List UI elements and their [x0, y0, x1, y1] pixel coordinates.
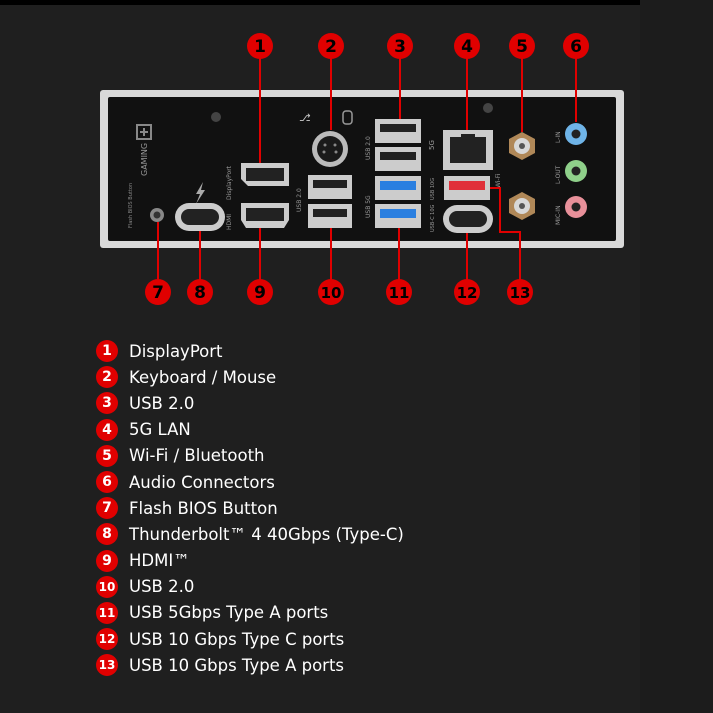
- legend-label: 5G LAN: [129, 420, 191, 440]
- legend-item: 12 USB 10 Gbps Type C ports: [96, 626, 404, 652]
- legend-number-badge: 11: [96, 601, 118, 624]
- callout-badge-1: 1: [247, 33, 273, 59]
- svg-text:8: 8: [194, 283, 206, 303]
- legend-number-badge: 5: [96, 444, 118, 467]
- lan-label: 5G: [428, 140, 436, 150]
- callout-badge-13: 13: [507, 279, 533, 305]
- legend-number-badge: 4: [96, 418, 118, 441]
- io-shield-diagram: GAMING Flash BIOS Button DisplayPort HDM…: [100, 33, 624, 305]
- svg-text:11: 11: [389, 284, 410, 302]
- mouse-icon: ⎇: [299, 113, 311, 124]
- svg-text:6: 6: [570, 37, 582, 57]
- legend-item: 8 Thunderbolt™ 4 40Gbps (Type-C): [96, 521, 404, 547]
- callout-badge-4: 4: [454, 33, 480, 59]
- legend-label: USB 2.0: [129, 577, 195, 597]
- legend-item: 5 Wi-Fi / Bluetooth: [96, 443, 404, 469]
- hdmi-label: HDMI: [226, 214, 233, 230]
- callout-badge-5: 5: [509, 33, 535, 59]
- legend-item: 11 USB 5Gbps Type A ports: [96, 600, 404, 626]
- ps2-port-opening: [317, 136, 343, 162]
- usb20-label: USB 2.0: [365, 136, 372, 160]
- lan-port-opening: [450, 137, 486, 163]
- gaming-label: GAMING: [140, 143, 149, 176]
- svg-text:12: 12: [457, 284, 478, 302]
- svg-text:7: 7: [152, 283, 164, 303]
- legend-item: 13 USB 10 Gbps Type A ports: [96, 652, 404, 678]
- legend-label: USB 10 Gbps Type C ports: [129, 629, 345, 649]
- callout-badge-7: 7: [145, 279, 171, 305]
- flash-bios-label: Flash BIOS Button: [128, 183, 134, 228]
- svg-text:9: 9: [254, 283, 266, 303]
- legend-item: 7 Flash BIOS Button: [96, 495, 404, 521]
- legend-label: HDMI™: [129, 551, 190, 571]
- callout-badge-10: 10: [318, 279, 344, 305]
- svg-text:2: 2: [325, 37, 337, 57]
- svg-text:1: 1: [254, 37, 266, 57]
- legend-number-badge: 10: [96, 575, 118, 598]
- top-bar: [0, 0, 640, 5]
- keyboard-icon: [342, 110, 353, 125]
- legend-item: 9 HDMI™: [96, 548, 404, 574]
- legend-item: 10 USB 2.0: [96, 574, 404, 600]
- legend-label: Thunderbolt™ 4 40Gbps (Type-C): [129, 524, 404, 544]
- legend-number-badge: 1: [96, 340, 118, 363]
- legend-label: Flash BIOS Button: [129, 498, 278, 518]
- displayport-opening: [246, 168, 284, 181]
- right-strip: [640, 0, 713, 713]
- lin-label: L-IN: [555, 131, 562, 143]
- legend-item: 4 5G LAN: [96, 417, 404, 443]
- legend-number-badge: 7: [96, 497, 118, 520]
- legend-item: 6 Audio Connectors: [96, 469, 404, 495]
- callout-badge-2: 2: [318, 33, 344, 59]
- callout-badge-9: 9: [247, 279, 273, 305]
- legend-label: DisplayPort: [129, 341, 223, 361]
- callout-badge-8: 8: [187, 279, 213, 305]
- legend-label: Audio Connectors: [129, 472, 275, 492]
- svg-text:5: 5: [516, 37, 528, 57]
- legend-label: USB 5Gbps Type A ports: [129, 603, 329, 623]
- gaming-logo: GAMING: [136, 124, 152, 176]
- legend-number-badge: 13: [96, 654, 118, 677]
- legend-label: USB 2.0: [129, 393, 195, 413]
- callout-badge-11: 11: [386, 279, 412, 305]
- callout-badge-3: 3: [387, 33, 413, 59]
- leader-lines: [157, 57, 577, 280]
- wifi-label: Wi-Fi: [495, 173, 502, 188]
- legend-item: 3 USB 2.0: [96, 390, 404, 416]
- svg-text:4: 4: [461, 37, 473, 57]
- displayport-label: DisplayPort: [226, 165, 233, 200]
- callout-badge-6: 6: [563, 33, 589, 59]
- legend-item: 2 Keyboard / Mouse: [96, 364, 404, 390]
- screw-hole: [483, 103, 493, 113]
- legend-label: Keyboard / Mouse: [129, 367, 277, 387]
- legend-number-badge: 2: [96, 366, 118, 389]
- legend-number-badge: 3: [96, 392, 118, 415]
- usbc10g-label: USB-C 10G: [430, 204, 436, 232]
- legend-number-badge: 8: [96, 523, 118, 546]
- micin-label: MIC-IN: [555, 205, 562, 225]
- legend-item: 1 DisplayPort: [96, 338, 404, 364]
- thunderbolt-port-opening: [181, 209, 219, 225]
- lout-label: L-OUT: [555, 165, 562, 184]
- usb20-label: USB 2.0: [296, 188, 303, 212]
- svg-text:10: 10: [321, 284, 342, 302]
- usb10g-label: USB 10G: [430, 178, 436, 200]
- hdmi-opening: [246, 208, 284, 221]
- thunderbolt-icon: [196, 182, 205, 204]
- flash-bios-button-center: [153, 211, 161, 219]
- legend-number-badge: 12: [96, 628, 118, 651]
- usb5g-label: USB 5G: [365, 195, 372, 218]
- legend-number-badge: 6: [96, 471, 118, 494]
- callout-badge-12: 12: [454, 279, 480, 305]
- legend-label: Wi-Fi / Bluetooth: [129, 446, 265, 466]
- svg-text:13: 13: [510, 284, 531, 302]
- legend-number-badge: 9: [96, 549, 118, 572]
- svg-text:3: 3: [394, 37, 406, 57]
- legend-label: USB 10 Gbps Type A ports: [129, 655, 345, 675]
- screw-hole: [211, 112, 221, 122]
